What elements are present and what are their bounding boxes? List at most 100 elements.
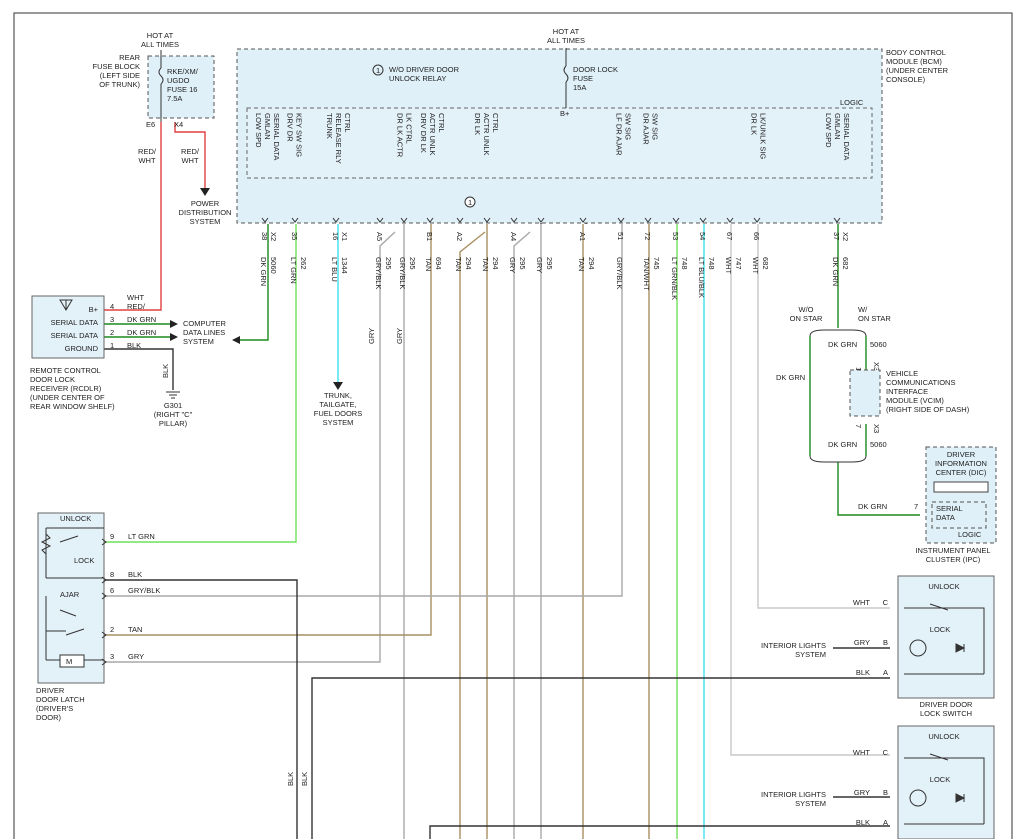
relay-marker-num: 1 bbox=[376, 66, 380, 75]
label-text: LOCK SWITCH bbox=[920, 709, 972, 718]
relay-marker-circle bbox=[372, 64, 384, 76]
latch-pin-chevron bbox=[101, 658, 107, 666]
pin-chevron bbox=[483, 217, 491, 223]
bcm-signal-text: LOW SPD bbox=[254, 113, 263, 148]
bcm-pin-number: B1 bbox=[425, 232, 434, 241]
circuit-number: 694 bbox=[434, 257, 443, 270]
latch-pin-chevron bbox=[101, 538, 107, 546]
bcm-signal-text: SW SIG bbox=[624, 113, 633, 140]
pin-chevron bbox=[456, 217, 464, 223]
bcm-signal-text: LK/UNLK SIG bbox=[759, 113, 768, 159]
rcdlr-pin-label: B+ bbox=[89, 305, 99, 314]
label-text: (UNDER CENTER OF bbox=[30, 393, 105, 402]
wire-tan-a2 bbox=[459, 231, 486, 839]
label-text: UGDO bbox=[167, 76, 190, 85]
wire-lt-grn-262 bbox=[104, 224, 297, 543]
bcm-signal-text: CTRL bbox=[437, 113, 446, 133]
circuit-number: 682 bbox=[761, 257, 770, 270]
circuit-number: 5060 bbox=[269, 257, 278, 274]
blk-wire-label-1: BLK bbox=[286, 772, 295, 786]
wire-color: DK GRN bbox=[831, 257, 840, 286]
dls-top-pin: B bbox=[883, 638, 888, 647]
bcm-signal-text: SW SIG bbox=[651, 113, 660, 140]
label-text: DATA LINES bbox=[183, 328, 225, 337]
bcm-logic-label: LOGIC bbox=[840, 98, 864, 107]
dls-top-wire: WHT bbox=[853, 598, 870, 607]
cdls-arrow-1 bbox=[170, 320, 178, 328]
circuit-number: 295 bbox=[545, 257, 554, 270]
wire-color: WHT bbox=[724, 257, 733, 274]
label-text: DRIVER bbox=[36, 686, 65, 695]
wire-gry-blk-a5 bbox=[104, 231, 396, 663]
label-text: LOGIC bbox=[958, 530, 982, 539]
wire-blk-dls2-a bbox=[429, 825, 890, 839]
label-text: SYSTEM bbox=[190, 217, 221, 226]
rcdlr-pin-number: 1 bbox=[110, 341, 114, 350]
bcm-pin-number: A5 bbox=[375, 232, 384, 241]
rear-fuse-block bbox=[147, 55, 215, 119]
label-text: (DRIVER'S bbox=[36, 704, 73, 713]
latch-resistor-icon bbox=[40, 533, 52, 555]
label-text: UNLOCK RELAY bbox=[389, 74, 446, 83]
bcm-signal-text: LOW SPD bbox=[824, 113, 833, 148]
label-text: RKE/XM/ bbox=[167, 67, 199, 76]
wire-wht-747 bbox=[730, 224, 890, 756]
pds-arrow-icon bbox=[200, 188, 210, 196]
label-text: INTERIOR LIGHTS bbox=[761, 790, 826, 799]
label-text: COMMUNICATIONS bbox=[886, 378, 955, 387]
dls-top-pin: A bbox=[883, 668, 888, 677]
latch-pin-number: 9 bbox=[110, 532, 114, 541]
wire-color: LT GRN bbox=[289, 257, 298, 284]
label-text: INSTRUMENT PANEL bbox=[915, 546, 990, 555]
label-text: RED/ bbox=[181, 147, 200, 156]
label-text: TRUNK, bbox=[324, 391, 352, 400]
bcm-signal-text: DR LK bbox=[750, 113, 759, 135]
wire-color: TAN bbox=[481, 257, 490, 271]
label-text: 7 bbox=[854, 424, 863, 428]
bcm-pin-number: 53 bbox=[671, 232, 680, 240]
fuse-pin-e6: E6 bbox=[146, 120, 155, 129]
label-text: (RIGHT SIDE OF DASH) bbox=[886, 405, 970, 414]
dls-top-diode-icon bbox=[955, 643, 966, 653]
label-text: 7 bbox=[914, 502, 918, 511]
bcm-pin-number: 54 bbox=[698, 232, 707, 240]
bcm-signal-text: GMLAN bbox=[833, 113, 842, 140]
rcdlr-pin-label: GROUND bbox=[65, 344, 99, 353]
label-text: DK GRN bbox=[828, 440, 857, 449]
label-text: 1 bbox=[854, 367, 863, 371]
label-text: (UNDER CENTER bbox=[886, 66, 949, 75]
label-text: W/O bbox=[799, 305, 814, 314]
label-text: ON STAR bbox=[858, 314, 891, 323]
bcm-pin-number: 72 bbox=[643, 232, 652, 240]
label-text: DK GRN bbox=[776, 373, 805, 382]
label-text: FUEL DOORS bbox=[314, 409, 362, 418]
circuit-number: 748 bbox=[707, 257, 716, 270]
label-text: RED/ bbox=[138, 147, 157, 156]
circuit-number: 262 bbox=[299, 257, 308, 270]
latch-switch-contacts bbox=[59, 535, 85, 636]
label-text: DOOR LOCK bbox=[573, 65, 618, 74]
label-text: W/O DRIVER DOOR bbox=[389, 65, 460, 74]
dls-top-lock: LOCK bbox=[930, 625, 950, 634]
bcm-pin-number: 37 bbox=[832, 232, 841, 240]
bcm-pin-number: 16 bbox=[331, 232, 340, 240]
bcm-pin-number: 51 bbox=[616, 232, 625, 240]
latch-ajar-label: AJAR bbox=[60, 590, 80, 599]
latch-wire-color: LT GRN bbox=[128, 532, 155, 541]
bcm-pin-number: 38 bbox=[260, 232, 269, 240]
pin-chevron bbox=[376, 217, 384, 223]
label-text: RECEIVER (RCDLR) bbox=[30, 384, 102, 393]
wire-color: GRY/BLK bbox=[615, 257, 624, 289]
